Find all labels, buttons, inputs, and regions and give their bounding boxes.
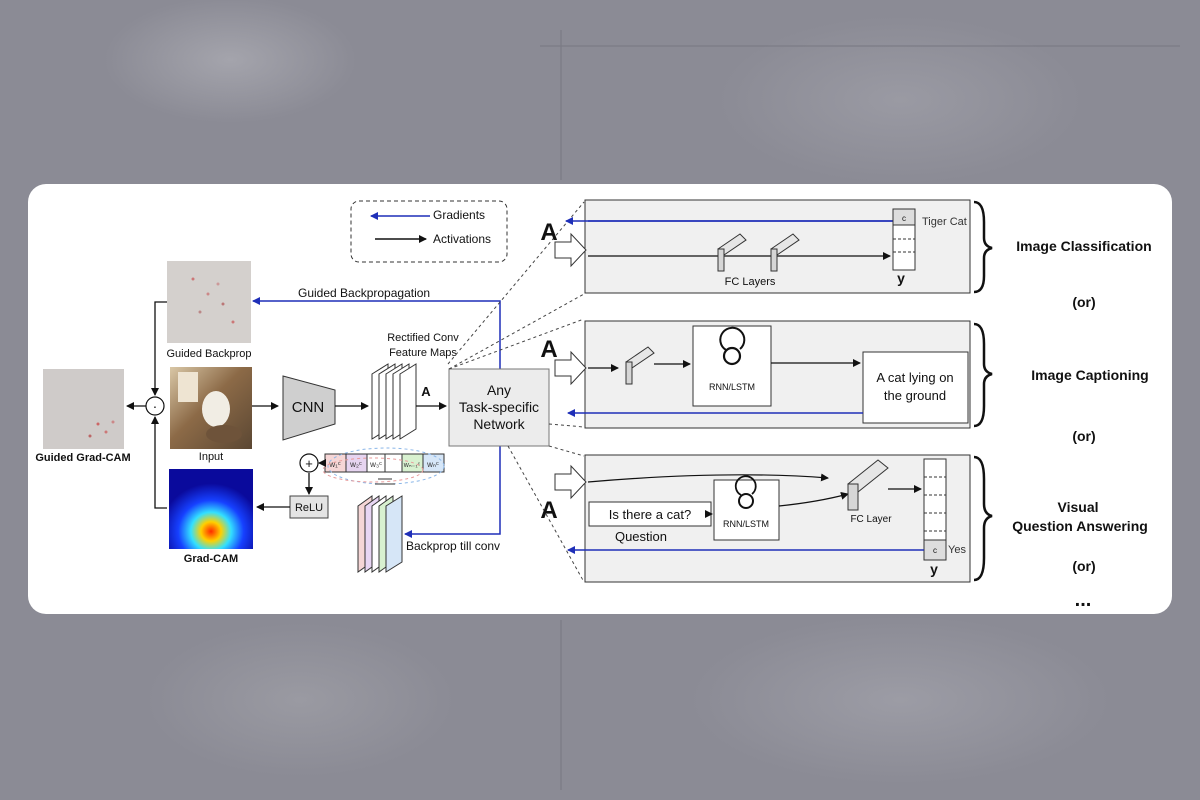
weight-w1: w₁ᶜ <box>328 460 340 469</box>
gradcam-caption: Grad-CAM <box>184 553 238 565</box>
task-network-line3: Network <box>473 416 525 432</box>
feature-maps-title-line1: Rectified Conv <box>387 332 459 344</box>
feature-input-arrow <box>554 232 587 268</box>
question-box <box>588 501 712 527</box>
task-network-line2: Task-specific <box>459 399 539 415</box>
projection-lines <box>447 201 585 583</box>
feature-symbol: A <box>421 384 431 399</box>
captioning-rnn-box <box>692 325 772 407</box>
gradcam-diagram: Gradients Activations Guided Backprop In… <box>35 199 1152 611</box>
captioning-task-title: Image Captioning <box>1031 367 1148 383</box>
classification-output-label: Tiger Cat <box>922 216 967 228</box>
feature-maps-stack <box>371 363 417 440</box>
captioning-panel <box>554 320 971 429</box>
classification-y-label: y <box>897 270 905 286</box>
guided-backprop-caption: Guided Backprop <box>167 348 252 360</box>
input-image <box>170 367 252 449</box>
backprop-conv-label: Backprop till conv <box>406 539 500 553</box>
input-caption: Input <box>199 451 223 463</box>
weight-highlight-ellipse-2 <box>322 457 424 483</box>
task-network-line1: Any <box>487 382 511 398</box>
vqa-rnn-box <box>713 479 780 541</box>
task-specific-network <box>448 368 550 447</box>
weight-w2: w₂ᶜ <box>349 460 362 469</box>
vqa-brace <box>973 455 993 582</box>
legend-activations-label: Activations <box>433 232 491 246</box>
cnn-block <box>282 375 336 441</box>
guided-backprop-arrow-label: Guided Backpropagation <box>298 286 430 300</box>
separator-or-2: (or) <box>1072 428 1095 444</box>
feature-maps-title-line2: Feature Maps <box>389 347 457 359</box>
cnn-label: CNN <box>292 399 325 416</box>
ellipsis: ... <box>1075 589 1092 611</box>
captioning-brace <box>973 322 993 428</box>
vqa-fc-label: FC Layer <box>850 514 892 525</box>
weight-highlight-ellipse <box>327 447 445 485</box>
weight-wn-1: wₙ₋₁ᶜ <box>403 462 421 469</box>
vqa-panel <box>554 454 971 583</box>
vqa-task-title-line1: Visual <box>1058 499 1099 515</box>
guided-gradcam-image <box>43 369 124 449</box>
background-line <box>560 30 562 180</box>
background-line <box>560 620 562 790</box>
classification-task-title: Image Classification <box>1016 238 1151 254</box>
captioning-symbol: A <box>540 336 557 363</box>
caption-output-box <box>862 351 969 424</box>
classification-symbol: A <box>540 219 557 246</box>
vqa-y-label: y <box>930 561 938 577</box>
vqa-question-caption: Question <box>615 529 667 544</box>
classification-fc-label: FC Layers <box>725 276 776 288</box>
caption-line-1: A cat lying on <box>876 370 953 385</box>
vqa-task-title-line2: Question Answering <box>1012 518 1148 534</box>
classification-class-label: c <box>902 214 906 223</box>
guided-backprop-image <box>167 261 251 343</box>
classification-panel <box>554 199 971 294</box>
vqa-answer-label: Yes <box>948 544 966 556</box>
gradient-feature-maps <box>357 495 403 573</box>
weight-wn: wₙᶜ <box>426 460 439 469</box>
separator-or-1: (or) <box>1072 294 1095 310</box>
sum-symbol: + <box>305 456 313 471</box>
multiply-symbol: · <box>153 398 158 414</box>
diagram-card: Gradients Activations Guided Backprop In… <box>28 184 1172 614</box>
vqa-symbol: A <box>540 497 557 524</box>
separator-or-3: (or) <box>1072 558 1095 574</box>
legend-gradients-label: Gradients <box>433 208 485 222</box>
captioning-rnn-label: RNN/LSTM <box>709 382 755 392</box>
weight-vector <box>324 453 445 473</box>
weight-w3: w₃ᶜ <box>369 460 382 469</box>
vqa-question-text: Is there a cat? <box>609 507 691 522</box>
guided-gradcam-caption: Guided Grad-CAM <box>35 452 130 464</box>
vqa-class-label: c <box>933 546 937 555</box>
legend-box: Gradients Activations <box>350 200 508 263</box>
background-line <box>540 45 1180 47</box>
backprop-conv-arrow <box>404 484 501 538</box>
caption-line-2: the ground <box>884 388 946 403</box>
relu-label: ReLU <box>295 502 323 514</box>
vqa-rnn-label: RNN/LSTM <box>723 519 769 529</box>
gradcam-heatmap <box>169 469 253 549</box>
classification-brace <box>973 200 993 294</box>
